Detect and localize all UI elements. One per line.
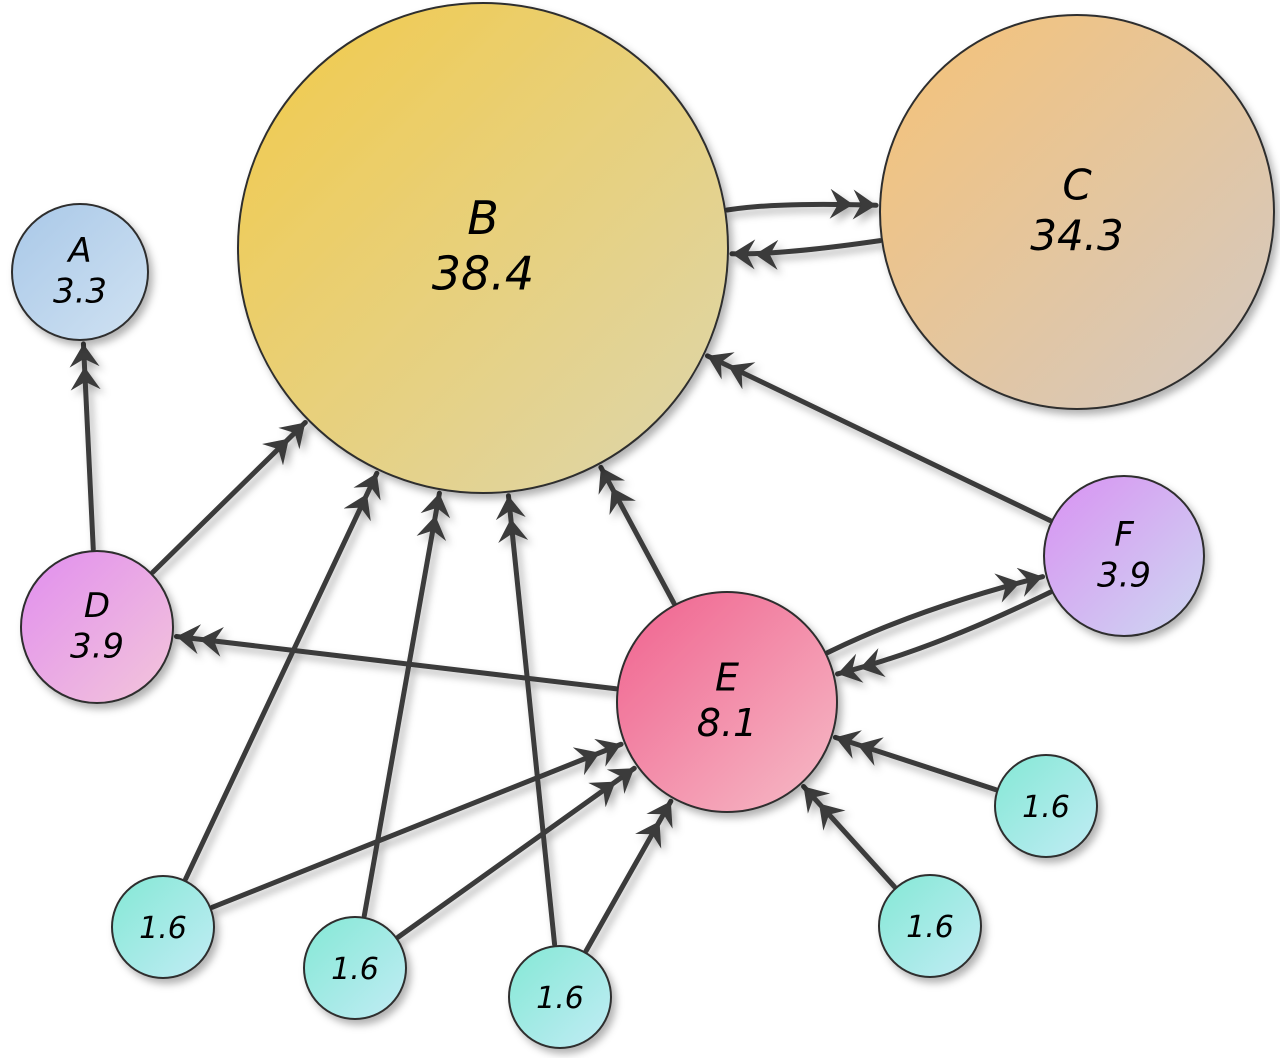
- node-p4: 1.6: [878, 874, 982, 978]
- node-B: B38.4: [237, 2, 729, 494]
- node-circle-p4: [878, 874, 982, 978]
- node-label-E: E: [715, 656, 739, 700]
- node-label-A: A: [66, 231, 91, 271]
- node-circle-E: [616, 591, 838, 813]
- edge-p3-to-E: [583, 798, 674, 954]
- node-p1: 1.6: [111, 875, 215, 979]
- node-circle-D: [20, 550, 174, 704]
- edge-D-to-B: [150, 419, 308, 575]
- edge-F-to-E: [834, 589, 1053, 683]
- node-circle-p3: [508, 945, 612, 1049]
- edge-p2-to-E: [395, 765, 637, 940]
- node-F: F3.9: [1043, 475, 1205, 637]
- node-C: C34.3: [879, 14, 1275, 410]
- node-value-B: 38.4: [432, 246, 534, 300]
- edge-F-to-B: [704, 352, 1053, 523]
- node-label-B: B: [467, 191, 499, 245]
- edge-p4-to-E: [801, 783, 897, 890]
- node-label-C: C: [1062, 160, 1092, 209]
- node-circle-F: [1043, 475, 1205, 637]
- edge-E-to-D: [173, 624, 619, 692]
- node-circle-B: [237, 2, 729, 494]
- edge-B-to-C: [724, 188, 879, 220]
- node-label-F: F: [1114, 515, 1134, 555]
- edge-p3-to-B: [495, 493, 558, 947]
- node-value-C: 34.3: [1030, 211, 1124, 260]
- node-circle-p5: [994, 754, 1098, 858]
- edge-p5-to-E: [832, 730, 999, 793]
- edge-p1-to-E: [209, 738, 624, 910]
- node-value-p4: 1.6: [906, 910, 954, 945]
- node-value-E: 8.1: [697, 701, 757, 745]
- edge-E-to-F: [825, 567, 1046, 656]
- node-p3: 1.6: [508, 945, 612, 1049]
- edge-C-to-B: [729, 238, 883, 270]
- node-value-p5: 1.6: [1022, 790, 1070, 825]
- node-D: D3.9: [20, 550, 174, 704]
- node-circle-p2: [303, 916, 407, 1020]
- node-circle-p1: [111, 875, 215, 979]
- node-value-A: 3.3: [53, 272, 107, 312]
- edge-p1-to-B: [183, 470, 381, 882]
- node-p2: 1.6: [303, 916, 407, 1020]
- node-value-F: 3.9: [1097, 556, 1151, 596]
- node-value-D: 3.9: [70, 627, 124, 667]
- node-value-p2: 1.6: [331, 952, 379, 987]
- node-value-p3: 1.6: [536, 981, 584, 1016]
- node-value-p1: 1.6: [139, 911, 187, 946]
- node-circle-A: [11, 203, 149, 341]
- node-circle-C: [879, 14, 1275, 410]
- node-p5: 1.6: [994, 754, 1098, 858]
- edges-layer: [69, 188, 1053, 954]
- edge-D-to-A: [69, 341, 101, 552]
- edge-p2-to-B: [361, 490, 451, 919]
- node-A: A3.3: [11, 203, 149, 341]
- node-E: E8.1: [616, 591, 838, 813]
- node-label-D: D: [84, 586, 110, 626]
- edge-E-to-B: [598, 464, 677, 606]
